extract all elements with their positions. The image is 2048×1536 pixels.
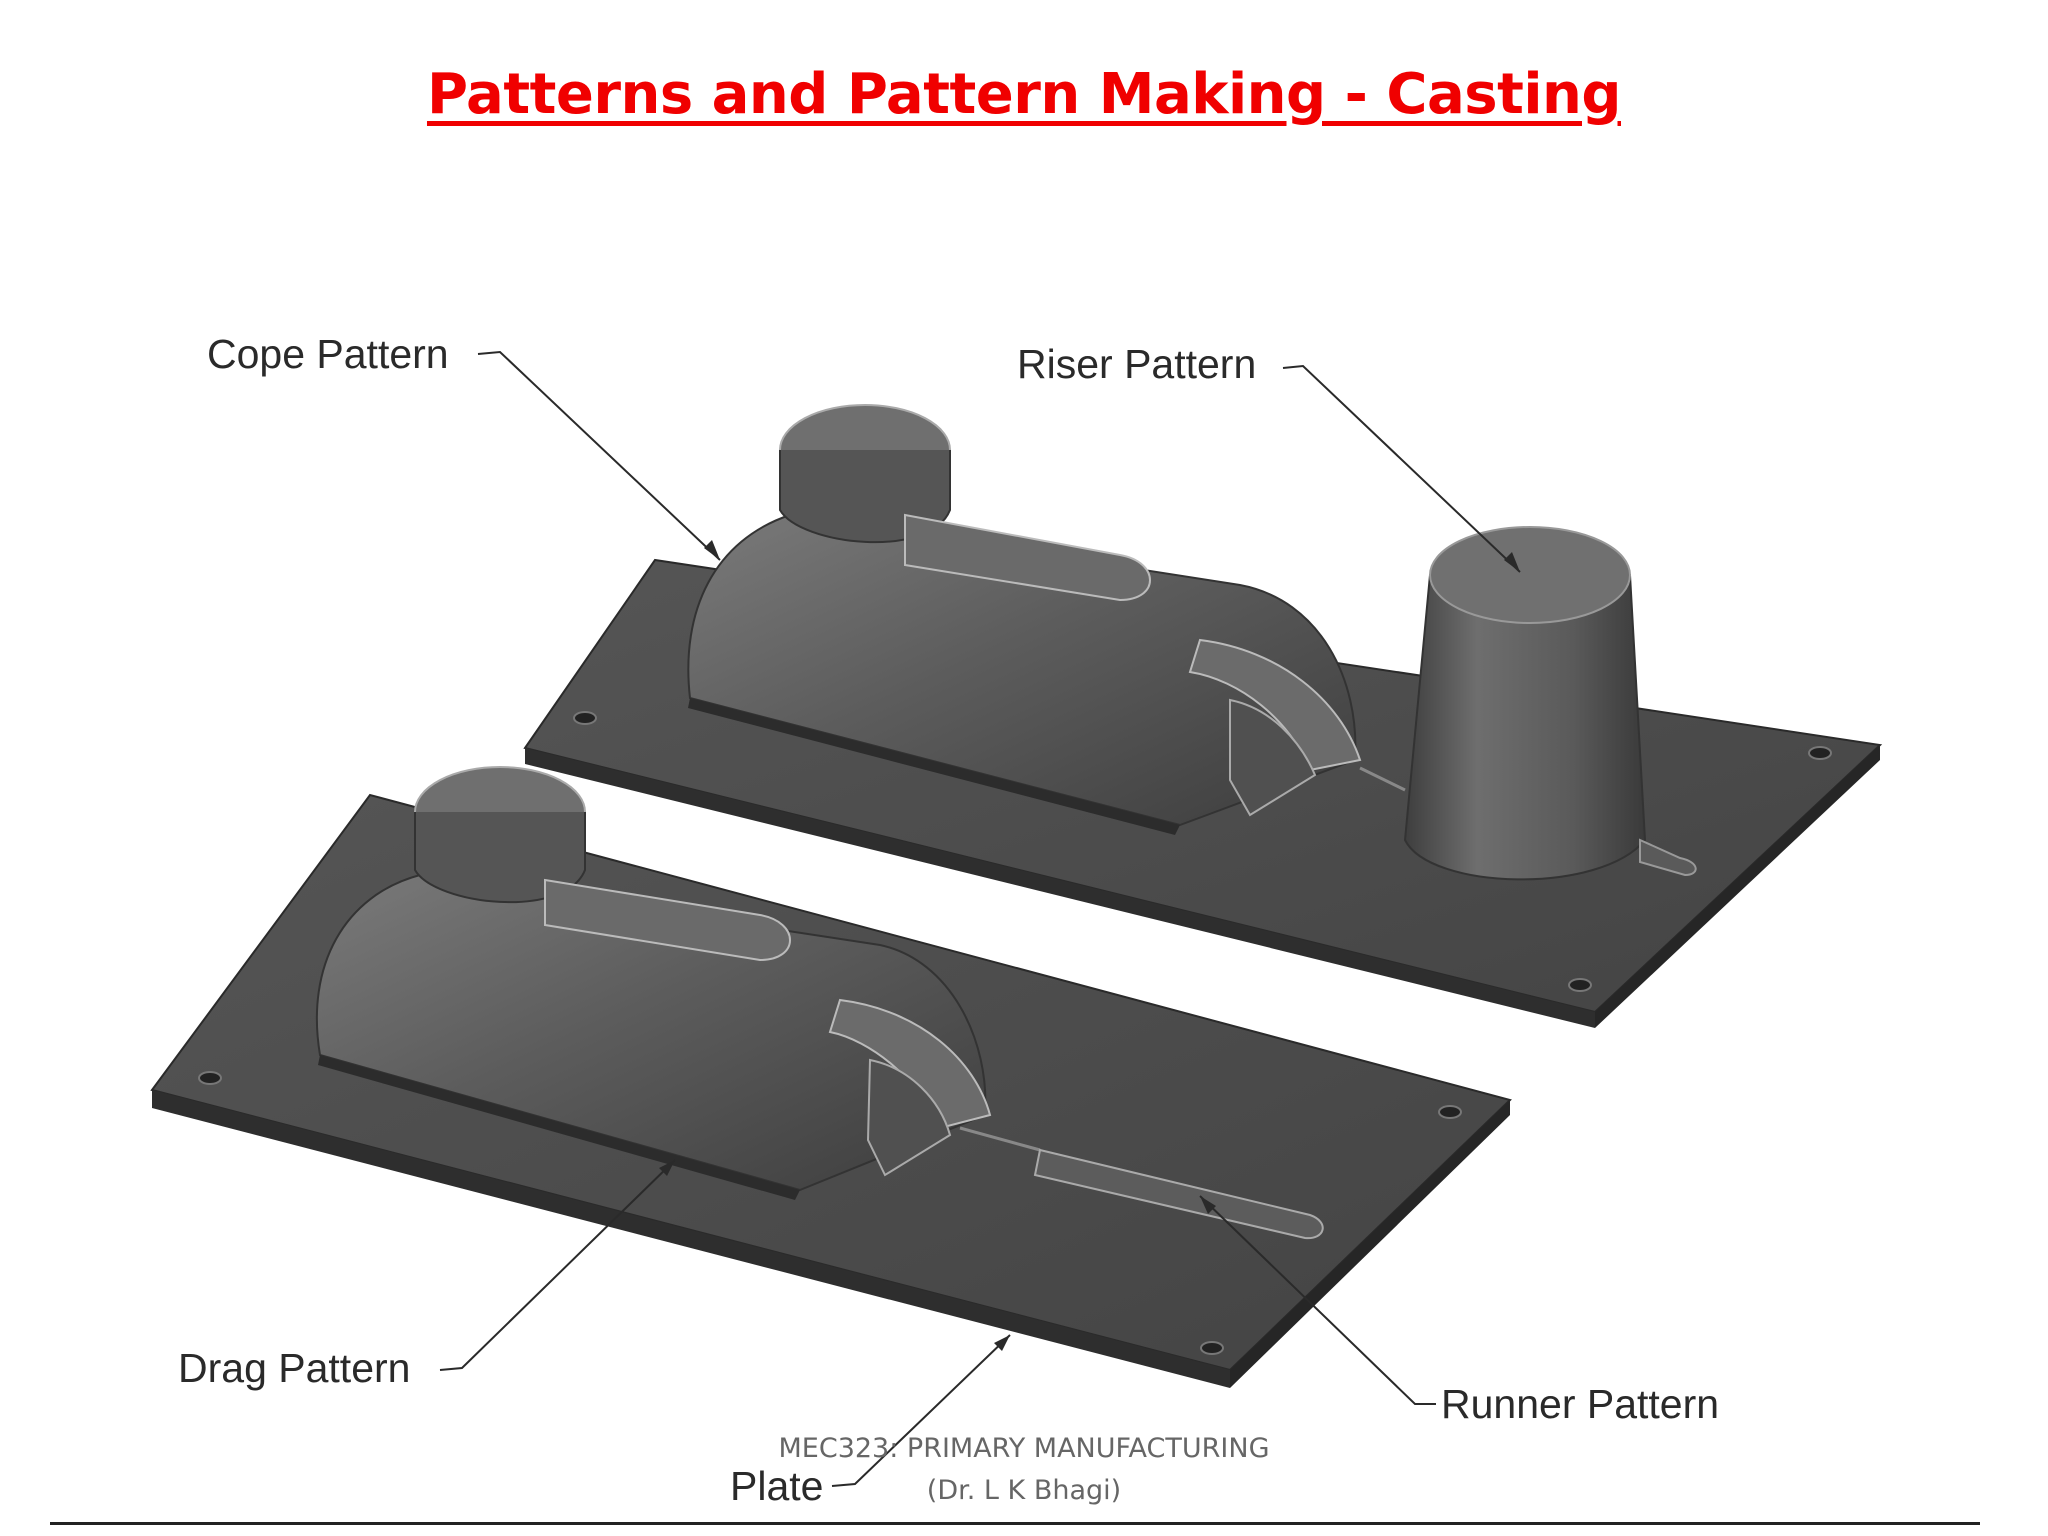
riser-pattern-body bbox=[1359, 526, 1697, 881]
cope-pattern-body bbox=[687, 404, 1362, 835]
runner-pattern-body bbox=[959, 1126, 1324, 1240]
bolt-hole bbox=[1808, 746, 1832, 760]
callout-drag: Drag Pattern bbox=[178, 1159, 676, 1391]
slide-title: Patterns and Pattern Making - Casting bbox=[426, 62, 1622, 127]
slide-footer: MEC323: PRIMARY MANUFACTURING (Dr. L K B… bbox=[0, 1428, 2048, 1512]
footer-divider bbox=[50, 1522, 1980, 1525]
footer-author: (Dr. L K Bhagi) bbox=[926, 1475, 1122, 1506]
drag-pattern-body bbox=[315, 766, 992, 1200]
callout-label-plate: Plate bbox=[730, 1463, 823, 1509]
bolt-hole bbox=[198, 1071, 222, 1085]
callout-label-cope: Cope Pattern bbox=[207, 331, 449, 377]
callout-plate: Plate bbox=[730, 1334, 1011, 1509]
bolt-hole bbox=[1568, 978, 1592, 992]
callout-label-runner: Runner Pattern bbox=[1441, 1381, 1719, 1427]
bolt-hole bbox=[1438, 1105, 1462, 1119]
footer-course: MEC323: PRIMARY MANUFACTURING bbox=[778, 1433, 1270, 1464]
callout-riser: Riser Pattern bbox=[1017, 341, 1521, 573]
callout-runner: Runner Pattern bbox=[1199, 1195, 1719, 1427]
bolt-hole bbox=[573, 711, 597, 725]
callout-cope: Cope Pattern bbox=[207, 331, 721, 561]
callout-label-drag: Drag Pattern bbox=[178, 1345, 410, 1391]
callout-label-riser: Riser Pattern bbox=[1017, 341, 1256, 387]
bolt-hole bbox=[1200, 1341, 1224, 1355]
